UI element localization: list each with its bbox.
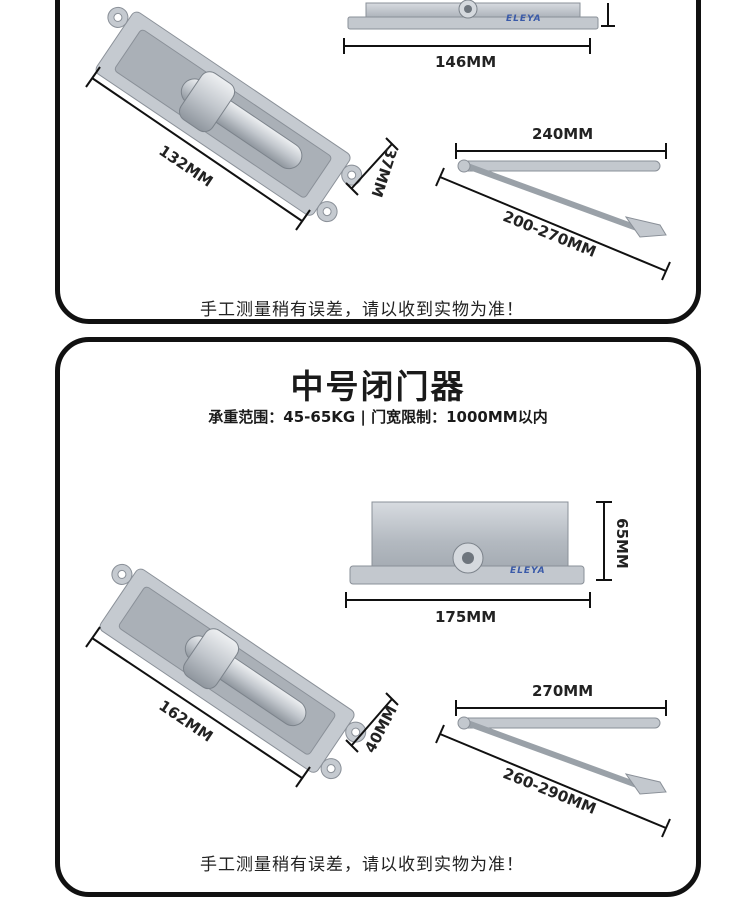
dim-line-body-width [345, 592, 591, 608]
closer-front-view [347, 0, 599, 30]
dim-line-body-length [85, 626, 311, 788]
closer-arm [457, 159, 667, 238]
panel-title: 中号闭门器 [290, 367, 466, 406]
label-body-width: 146MM [435, 53, 497, 71]
dim-line-arm-span [435, 167, 671, 281]
dim-line-body-depth [345, 692, 399, 753]
label-body-width: 175MM [435, 608, 497, 626]
product-illustration [85, 501, 671, 838]
closer-arm [457, 716, 667, 795]
small-closer-panel: ELEYA 146MM 132MM 37MM 240MM 200-270MM 手… [55, 0, 701, 324]
panel-subtitle: 承重范围：45-65KG | 门宽限制：1000MM以内 [208, 408, 548, 426]
dim-line-arm-span [435, 724, 671, 838]
measurement-note: 手工测量稍有误差，请以收到实物为准！ [200, 300, 524, 320]
label-arm-length: 270MM [532, 682, 594, 700]
dim-line-arm-length [455, 700, 667, 716]
measurement-note: 手工测量稍有误差，请以收到实物为准！ [200, 855, 524, 875]
dim-line-body-width [343, 38, 591, 54]
closer-iso-view [95, 6, 363, 223]
closer-iso-view [99, 563, 367, 780]
label-arm-length: 240MM [532, 125, 594, 143]
label-body-height: 65MM [612, 518, 631, 569]
medium-closer-panel: 中号闭门器 承重范围：45-65KG | 门宽限制：1000MM以内 [55, 337, 701, 897]
brand-logo: ELEYA [510, 566, 546, 576]
product-illustration [85, 0, 671, 281]
dim-line-body-height [596, 501, 612, 581]
dim-line-arm-length [455, 143, 667, 159]
dim-line-body-depth [345, 137, 399, 196]
brand-logo: ELEYA [506, 14, 542, 24]
dim-line-body-length [85, 66, 311, 231]
closer-front-view [349, 501, 585, 585]
